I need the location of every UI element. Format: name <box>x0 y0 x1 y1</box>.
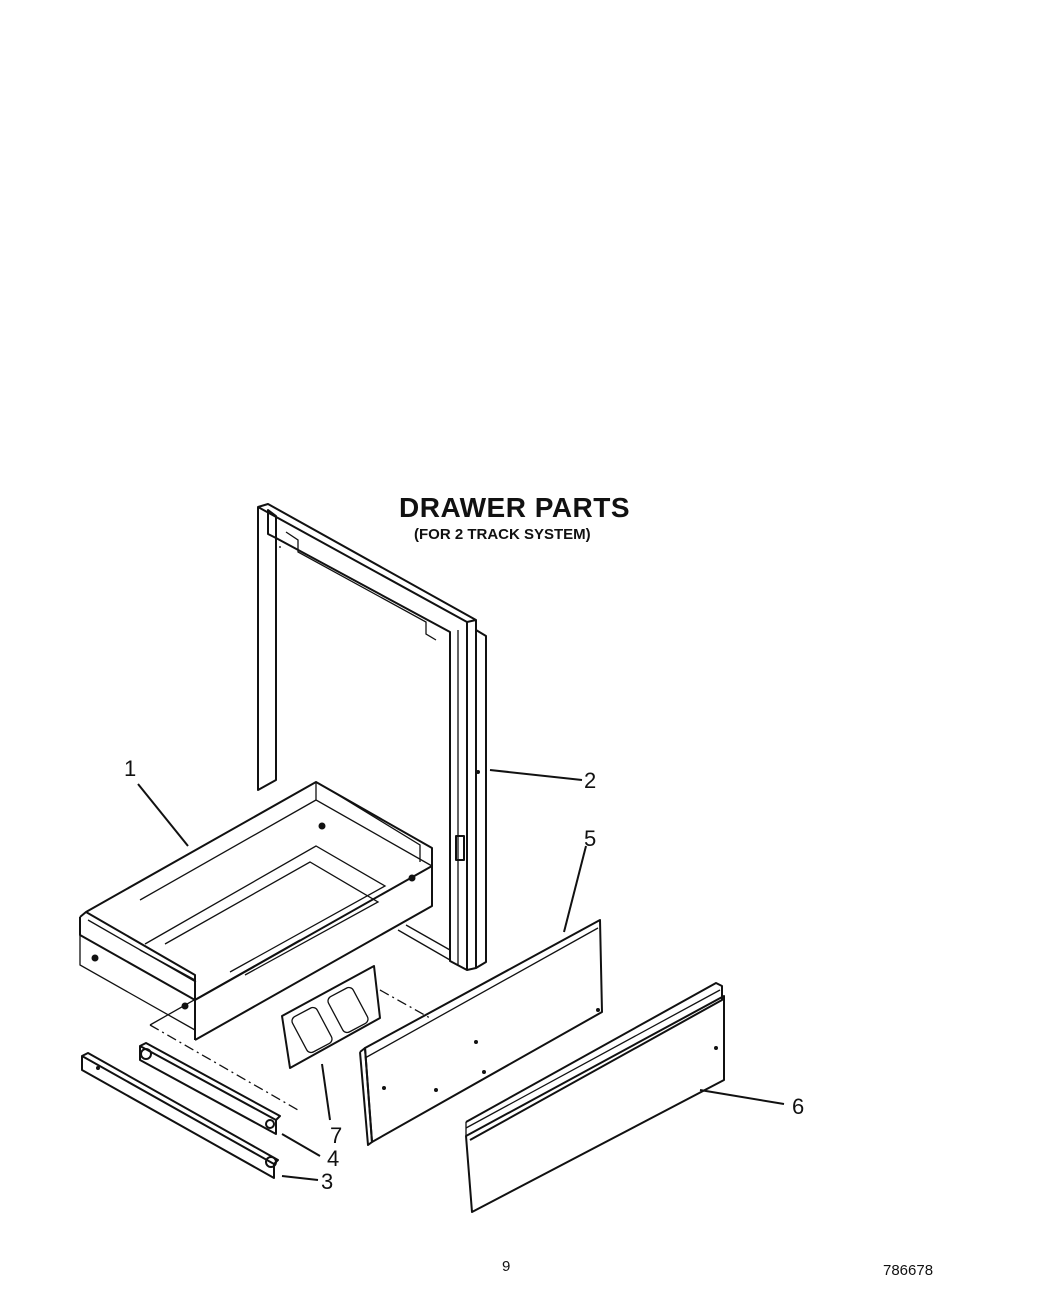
part-6-front-panel <box>465 982 725 1213</box>
part-1-drawer-box <box>79 781 433 1041</box>
part-3-rail <box>81 1052 279 1179</box>
callout-2: 2 <box>584 768 596 793</box>
page-number: 9 <box>502 1258 511 1275</box>
callout-7: 7 <box>330 1123 342 1148</box>
callout-3: 3 <box>321 1169 333 1194</box>
callout-leaders <box>137 769 785 1181</box>
part-4-track <box>139 1042 281 1135</box>
callout-5: 5 <box>584 826 596 851</box>
callout-6: 6 <box>792 1094 804 1119</box>
diagram-subtitle: (FOR 2 TRACK SYSTEM) <box>414 526 591 543</box>
part-7-bracket <box>149 939 431 1111</box>
document-number: 786678 <box>883 1262 934 1279</box>
part-5-panel <box>359 919 603 1146</box>
part-2-frame <box>257 503 487 971</box>
diagram-title: DRAWER PARTS <box>399 492 631 523</box>
callout-4: 4 <box>327 1146 339 1171</box>
callout-1: 1 <box>124 756 136 781</box>
